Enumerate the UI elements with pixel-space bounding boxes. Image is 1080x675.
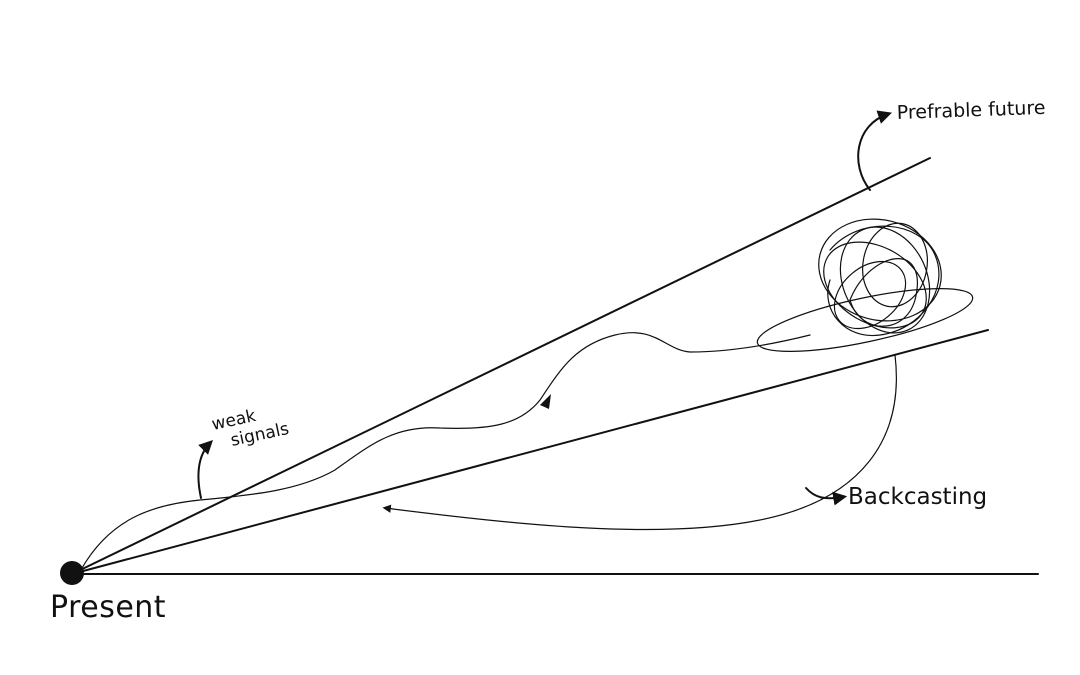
backcasting-arrow bbox=[382, 354, 897, 531]
backcasting-callout-arrow bbox=[805, 487, 848, 506]
present-label: Present bbox=[50, 590, 166, 625]
weak-signals-callout-arrow bbox=[197, 440, 213, 499]
backcasting-label: Backcasting bbox=[848, 484, 987, 510]
preferable-future-label: Prefrable future bbox=[896, 97, 1045, 124]
cone-lower-line bbox=[71, 329, 989, 575]
present-dot bbox=[60, 561, 84, 585]
cone-upper-line bbox=[71, 157, 931, 575]
future-scribble bbox=[756, 218, 974, 353]
weak-signals-path bbox=[81, 332, 811, 569]
weak-signals-path-arrow bbox=[540, 394, 551, 409]
preferable-future-callout-arrow bbox=[857, 110, 892, 191]
